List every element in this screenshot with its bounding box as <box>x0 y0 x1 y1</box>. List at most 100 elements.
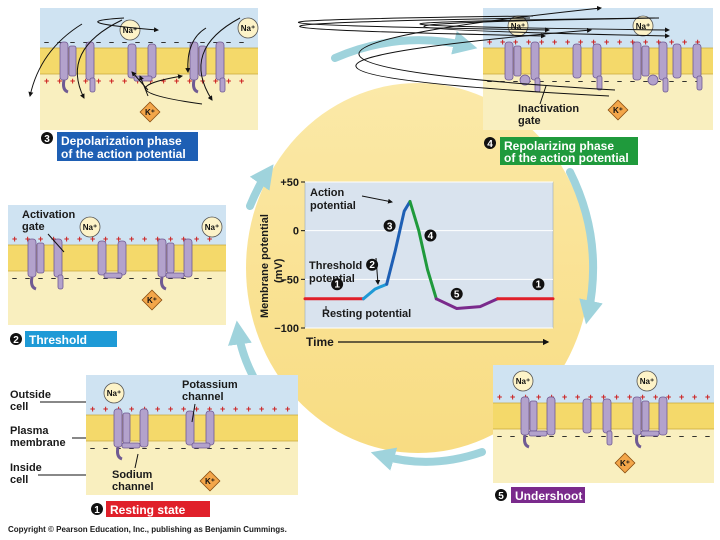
sodium-channel-subunit <box>166 242 175 274</box>
minus-sign: – <box>103 443 108 453</box>
plus-sign: + <box>588 392 593 402</box>
resting-potential-label: Resting potential <box>322 308 411 320</box>
plus-sign: + <box>155 234 160 244</box>
graph-phase-marker-label: 3 <box>387 221 393 232</box>
panel-repolarizing: +++++++++++++++++–––––––––––––––––Na⁺Na⁺… <box>299 8 713 130</box>
sodium-channel-subunit <box>641 400 650 432</box>
minus-sign: – <box>233 443 238 453</box>
cycle-arrow-left-upper <box>246 164 274 210</box>
sodium-ion-icon <box>201 216 223 238</box>
minus-sign: – <box>161 37 166 47</box>
plus-sign: + <box>194 234 199 244</box>
minus-sign: – <box>44 37 49 47</box>
plus-sign: + <box>601 392 606 402</box>
sodium-ion-label: Na⁺ <box>123 26 137 35</box>
threshold-potential-label-1: Threshold <box>309 260 362 272</box>
potassium-channel-subunit <box>672 43 682 79</box>
sodium-ion-label: Na⁺ <box>205 223 219 232</box>
cytoplasm-region <box>493 429 714 483</box>
inactivation-gate <box>519 74 531 86</box>
ion-flow-arrow <box>185 27 207 73</box>
plus-sign: + <box>510 392 515 402</box>
minus-sign: – <box>25 273 30 283</box>
minus-sign: – <box>90 443 95 453</box>
inactivation-gate <box>116 446 123 461</box>
potassium-ion-label: K⁺ <box>145 108 155 117</box>
minus-sign: – <box>194 273 199 283</box>
sodium-channel-subunit <box>157 238 167 278</box>
plus-sign: + <box>285 404 290 414</box>
sodium-channel-subunit <box>27 238 37 278</box>
plus-sign: + <box>122 76 127 86</box>
minus-sign: – <box>692 431 697 441</box>
minus-sign: – <box>226 37 231 47</box>
action-potential-label-1: Action <box>310 187 345 199</box>
sodium-channel-subunit <box>183 238 193 278</box>
minus-sign: – <box>174 37 179 47</box>
graph-phase-marker-label: 2 <box>369 260 375 271</box>
sodium-ion-icon <box>237 17 259 39</box>
graph-phase-marker-1 <box>331 278 344 291</box>
graph-phase-marker-label: 1 <box>334 280 340 291</box>
plus-sign: + <box>591 37 596 47</box>
activation-gate-label-2: gate <box>22 221 45 233</box>
ion-flow-arrow <box>419 17 670 33</box>
minus-sign: – <box>38 273 43 283</box>
ion-flow-arrow <box>299 17 546 39</box>
minus-sign: – <box>148 37 153 47</box>
potassium-ion-icon <box>139 101 161 123</box>
inactivation-gate <box>647 74 659 86</box>
plus-sign: + <box>552 37 557 47</box>
plasma-membrane-label-1: Plasma <box>10 425 49 437</box>
inside-cell-label-1: Inside <box>10 462 42 474</box>
sodium-ion-icon <box>119 19 141 41</box>
callout-labels: Activation gate Inactivation gate Outsid… <box>10 85 579 493</box>
plus-sign: + <box>213 76 218 86</box>
phase-number-badge-2 <box>10 333 22 345</box>
plus-sign: + <box>161 76 166 86</box>
sodium-channel-subunit <box>122 412 131 444</box>
phase-number-2: 2 <box>13 335 19 346</box>
minus-sign: – <box>627 431 632 441</box>
minus-sign: – <box>679 431 684 441</box>
plus-sign: + <box>539 37 544 47</box>
plus-sign: + <box>168 234 173 244</box>
minus-sign: – <box>155 443 160 453</box>
potassium-channel-subunit <box>97 240 107 276</box>
threshold-potential-label-2: potential <box>309 273 355 285</box>
minus-sign: – <box>588 431 593 441</box>
potassium-channel-label-2: channel <box>182 391 224 403</box>
potassium-channel-subunit <box>592 43 602 79</box>
potassium-channel-subunit <box>117 240 127 276</box>
minus-sign: – <box>77 273 82 283</box>
graph-x-axis-label: Time <box>306 335 334 349</box>
phase-number-3: 3 <box>44 134 50 145</box>
threshold-marker-arrow <box>375 257 381 285</box>
plus-sign: + <box>656 37 661 47</box>
potassium-channel-subunit <box>572 43 582 79</box>
minus-sign: – <box>578 76 583 86</box>
minus-sign: – <box>51 273 56 283</box>
plus-sign: + <box>129 404 134 414</box>
sodium-channel-subunit <box>520 396 530 436</box>
sodium-ion-icon <box>632 15 654 37</box>
phase-number-1: 1 <box>94 505 100 516</box>
sodium-channel-label-2: channel <box>112 481 154 493</box>
ion-flow-arrow <box>76 19 123 99</box>
plus-sign: + <box>90 404 95 414</box>
plus-sign: + <box>64 234 69 244</box>
sodium-ion-icon <box>79 216 101 238</box>
inactivation-gate-pointer <box>539 85 547 105</box>
minus-sign: – <box>64 273 69 283</box>
potassium-gate <box>596 75 603 91</box>
outside-cell-label-2: cell <box>10 401 28 413</box>
plus-sign: + <box>12 234 17 244</box>
graph-phase-marker-1 <box>532 278 545 291</box>
minus-sign: – <box>682 76 687 86</box>
sodium-ion-icon <box>512 370 534 392</box>
plus-sign: + <box>174 76 179 86</box>
minus-sign: – <box>513 76 518 86</box>
plus-sign: + <box>239 76 244 86</box>
activation-gate <box>662 77 669 93</box>
